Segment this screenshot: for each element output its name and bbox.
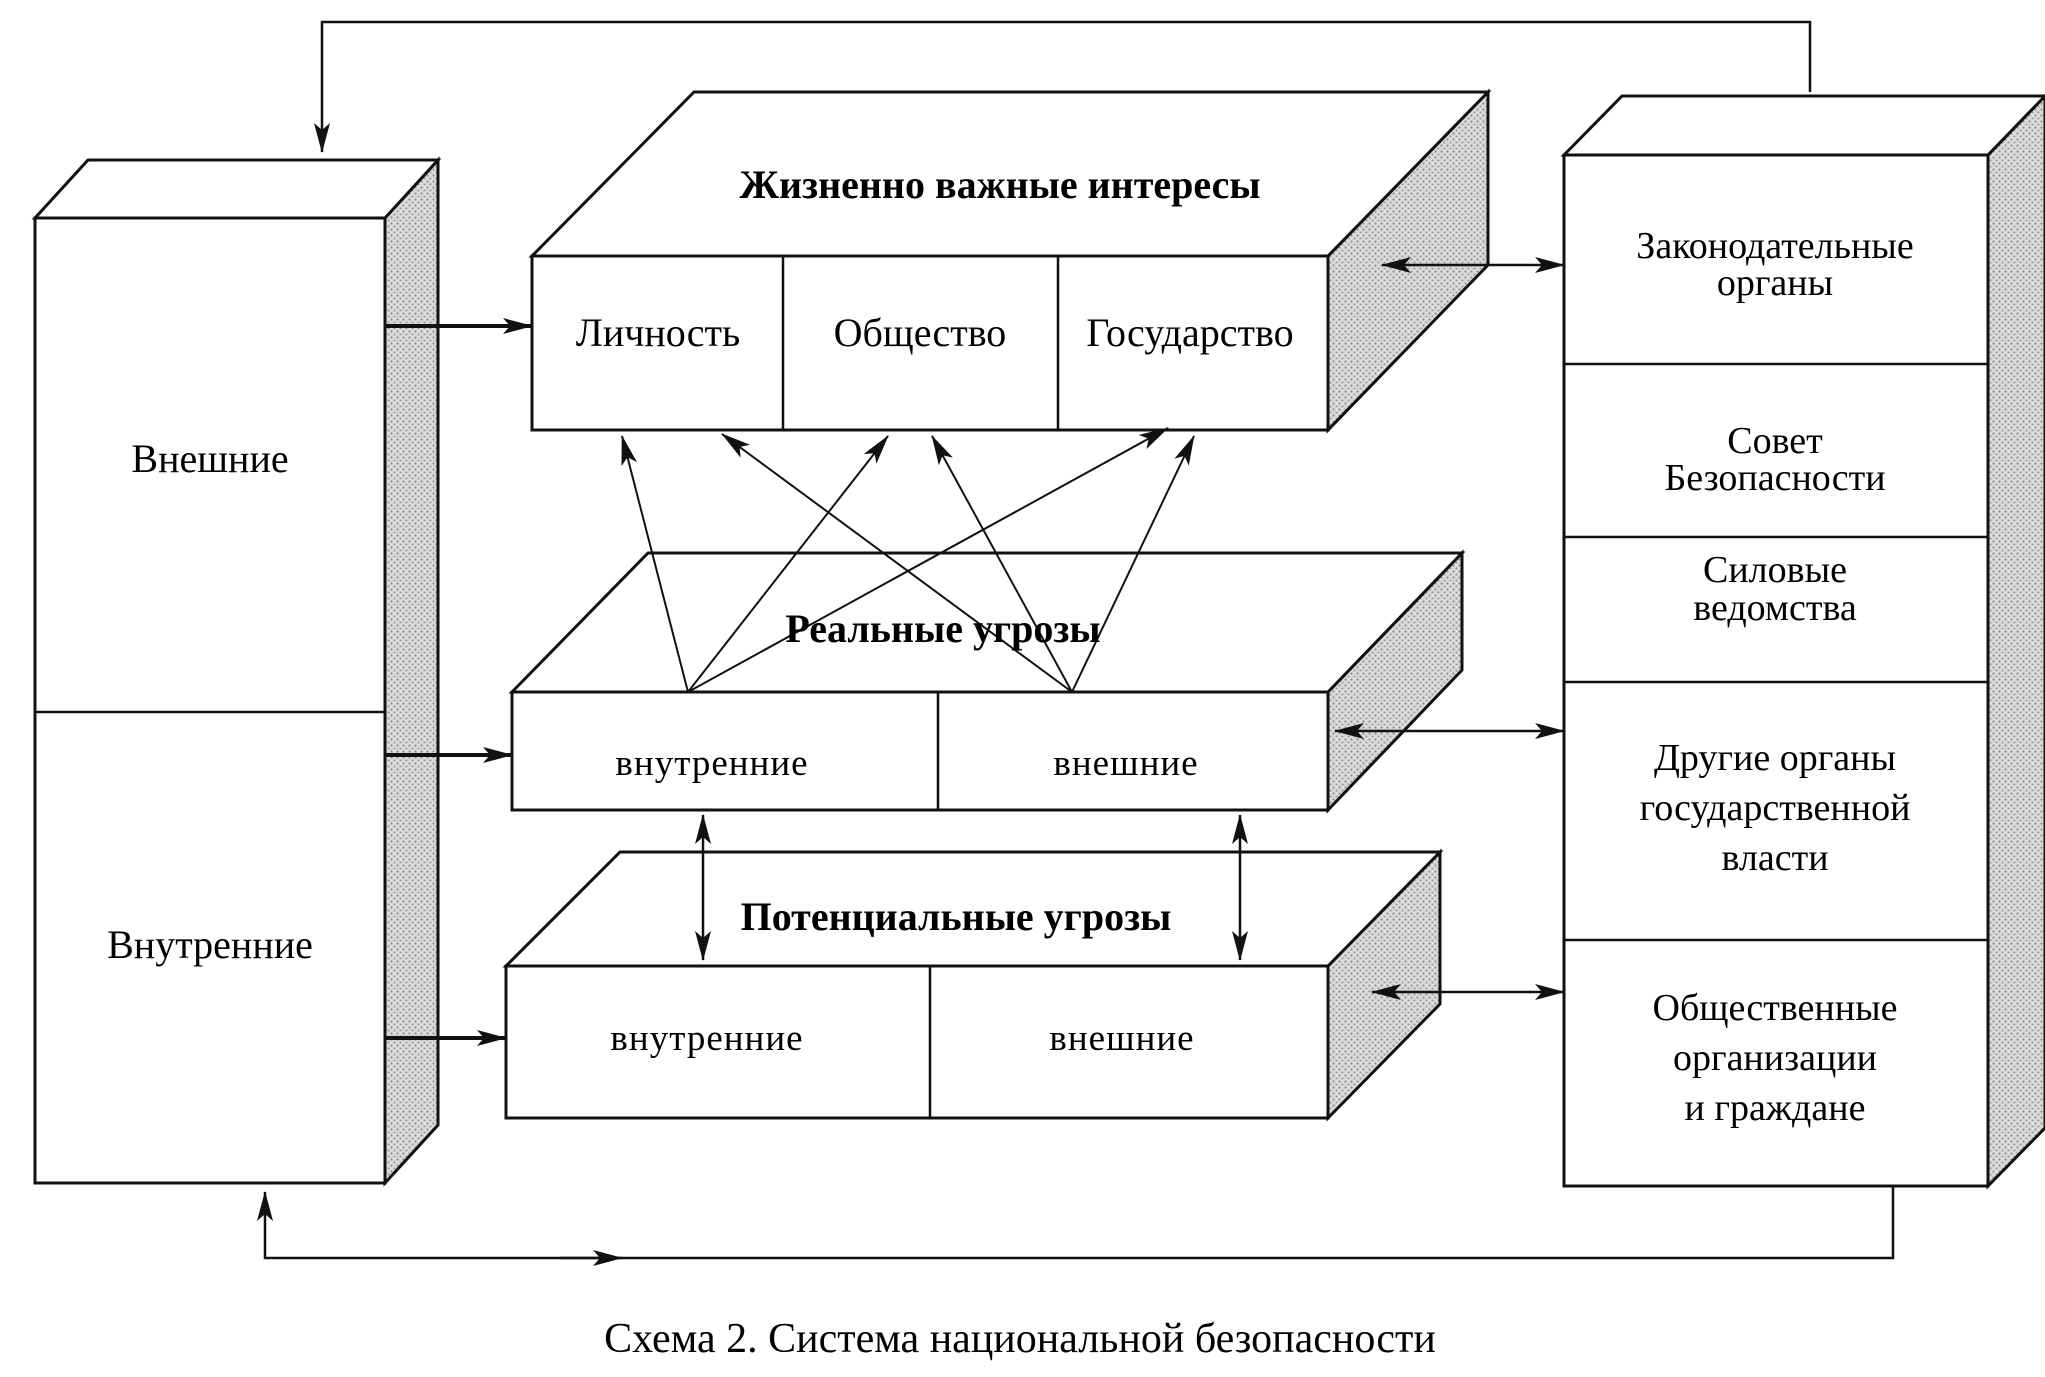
right-section-other-bodies-line3: власти [1721,837,1828,879]
right-section-other-bodies-line2: государственной [1640,787,1911,829]
right-section-legislative-line1: Законодательные [1636,225,1913,267]
left-block-bottom-label: Внутренние [107,922,313,967]
potential-threats-front [504,964,1330,1120]
right-security-bodies-block: Законодательные органы Совет Безопасност… [1560,93,2045,1190]
real-threats-box: внутренние внешние [508,549,1466,814]
internal-to-society-arrow [687,435,889,693]
potential-threats-cell-external: внешние [1049,1018,1194,1059]
real-threats-cell-internal: внутренние [615,743,808,784]
right-section-security-council-line1: Совет [1727,420,1823,462]
real-threats-front [510,690,1330,812]
interests-cell-society: Общество [834,310,1007,355]
right-block-top-face [1560,94,2045,157]
interests-front [530,254,1330,432]
left-block-top-label: Внешние [131,436,288,481]
right-block-front [1562,153,1990,1188]
interests-cell-personality: Личность [576,310,741,355]
right-section-power-agencies-line2: ведомства [1693,587,1857,629]
left-threat-sources-block: Внешние Внутренние [31,156,442,1187]
internal-to-state-arrow [687,427,1169,693]
potential-threats-cell-internal: внутренние [610,1018,803,1059]
potential-threats-title: Потенциальные угрозы [741,894,1172,939]
real-threats-title: Реальные угрозы [785,606,1100,651]
interests-cell-state: Государство [1086,310,1293,355]
right-section-security-council-line2: Безопасности [1664,457,1885,499]
external-to-state-arrow [1071,435,1195,693]
top-feedback-loop-line [314,20,1812,153]
right-block-side-face [1986,93,2045,1190]
right-section-other-bodies-line1: Другие органы [1654,737,1896,779]
diagram-caption: Схема 2. Система национальной безопаснос… [604,1316,1436,1362]
bottom-feedback-loop-line [257,1186,1895,1260]
left-block-front [33,216,387,1185]
left-block-top-face [31,158,442,220]
right-section-power-agencies-line1: Силовые [1703,549,1847,591]
vital-interests-box: Жизненно важные интересы Личность Общест… [528,88,1492,434]
internal-to-personality-arrow [621,435,689,693]
interests-title: Жизненно важные интересы [739,162,1260,207]
left-block-side-face [383,156,440,1187]
right-section-public-orgs-line1: Общественные [1653,987,1898,1029]
external-to-society-arrow [931,435,1073,693]
real-threats-cell-external: внешние [1053,743,1198,784]
right-section-public-orgs-line2: организации [1673,1037,1877,1079]
potential-threats-box: внутренние внешние [502,848,1444,1122]
external-to-personality-arrow [721,433,1073,693]
right-section-public-orgs-line3: и граждане [1685,1087,1866,1129]
right-section-legislative-line2: органы [1717,262,1833,304]
